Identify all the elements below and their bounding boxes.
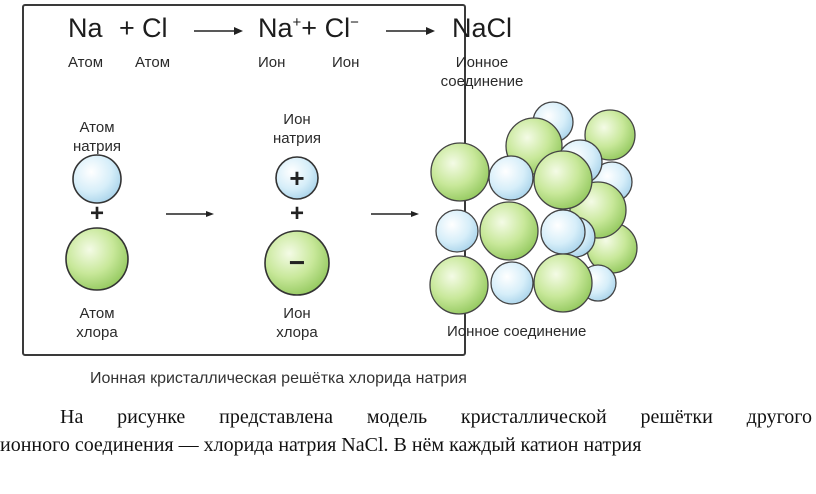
formula-arrow-2 <box>386 27 435 35</box>
sodium-sphere <box>490 261 534 305</box>
sodium-atom-label-line-1: Атом <box>79 119 115 136</box>
chloride-ion-charge-sign: − <box>288 247 306 278</box>
formula-nacl: NaCl <box>452 13 513 43</box>
label-atom-2: Атом <box>135 54 171 71</box>
crystal-lattice <box>429 101 638 315</box>
chloride-ion-label-line-1: Ион <box>283 305 311 322</box>
reaction-arrow-1 <box>166 211 214 217</box>
sodium-atom-label-line-2: натрия <box>72 138 121 155</box>
chlorine-atom-label: Атом хлора <box>57 304 137 342</box>
chloride-ion <box>264 230 330 296</box>
label-ion-2: Ион <box>332 54 360 71</box>
sodium-ion-label-line-1: Ион <box>283 111 311 128</box>
paragraph-line-1: На рисунке представлена модель кристалли… <box>60 406 812 428</box>
sodium-sphere <box>540 209 586 255</box>
chlorine-atom <box>65 227 129 291</box>
reaction-arrow-2 <box>371 211 419 217</box>
formula-arrow-1 <box>194 27 243 35</box>
cl-ion-symbol: Cl <box>324 13 351 43</box>
chlorine-sphere <box>533 150 593 210</box>
formula-na-ion: Na++ Cl− <box>258 13 359 44</box>
chloride-ion-label-line-2: хлора <box>276 324 318 341</box>
chlorine-sphere <box>533 253 593 313</box>
sodium-ion-label: Ион натрия <box>257 110 337 148</box>
chloride-ion-label: Ион хлора <box>257 304 337 342</box>
label-compound-line-2: соединение <box>440 73 524 90</box>
label-compound-line-1: Ионное <box>455 54 509 71</box>
formula-cl: Cl <box>142 13 168 43</box>
formula-plus: + <box>119 13 135 43</box>
sodium-ion <box>275 156 319 200</box>
chlorine-sphere <box>429 255 489 315</box>
crystal-label: Ионное соединение <box>447 323 587 340</box>
middle-plus: + <box>289 200 304 227</box>
sodium-atom <box>72 154 122 204</box>
formula-plus-2: + <box>301 13 318 43</box>
sodium-sphere <box>435 209 479 253</box>
paragraph-line-2: ионного соединения — хлорида натрия NaCl… <box>0 434 642 456</box>
na-ion-charge: + <box>292 14 302 31</box>
sodium-ion-label-line-2: натрия <box>272 130 321 147</box>
chlorine-atom-label-line-2: хлора <box>76 324 118 341</box>
sodium-atom-label: Атом натрия <box>57 118 137 156</box>
label-compound: Ионное соединение <box>426 53 538 91</box>
chlorine-sphere <box>584 109 636 161</box>
figure-caption: Ионная кристаллическая решётка хлорида н… <box>90 370 467 387</box>
cl-ion-charge: − <box>350 14 359 31</box>
na-ion-symbol: Na <box>258 13 293 43</box>
sodium-ion-charge-sign: + <box>289 163 305 193</box>
sodium-sphere <box>488 155 534 201</box>
label-atom-1: Атом <box>68 54 104 71</box>
chlorine-atom-label-line-1: Атом <box>79 305 115 322</box>
label-ion-1: Ион <box>258 54 286 71</box>
chlorine-sphere <box>479 201 539 261</box>
chlorine-sphere <box>430 142 490 202</box>
formula-na: Na <box>68 13 103 43</box>
left-plus: + <box>89 200 104 227</box>
